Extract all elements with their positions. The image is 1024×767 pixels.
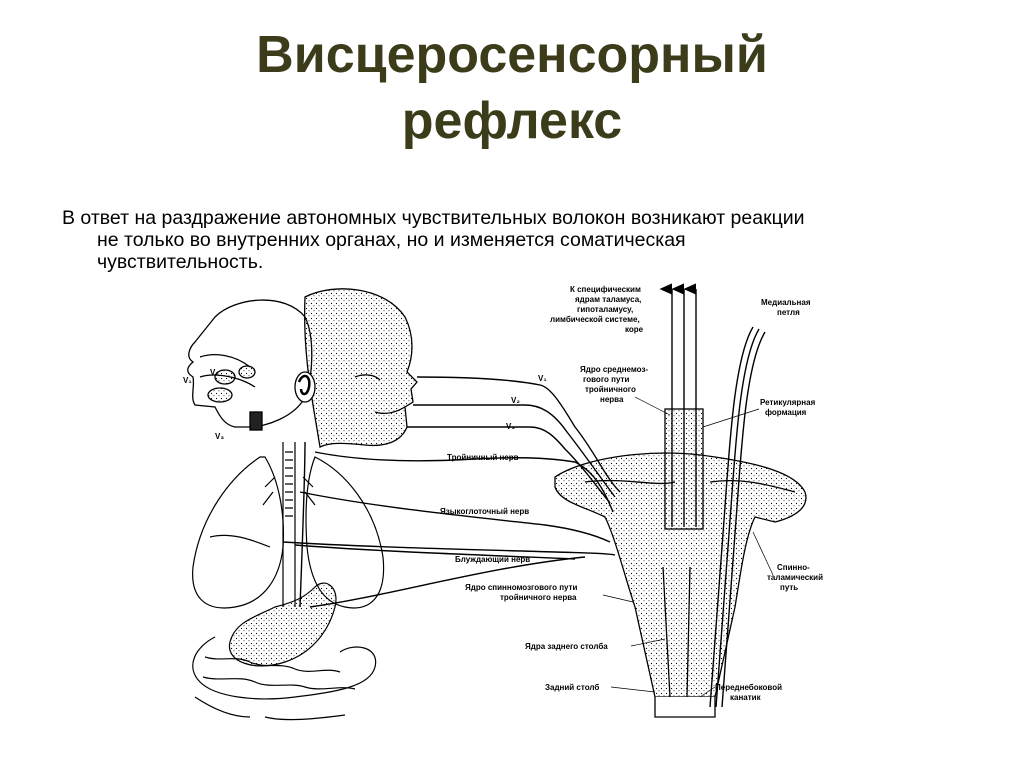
slide-title: Висцеросенсорный рефлекс	[0, 22, 1024, 154]
spinothalamic-label-1: Спинно-	[777, 563, 810, 572]
body-text-line-2: не только во внутренних органах, но и из…	[97, 229, 686, 251]
diagram-labels-right: К специфическим ядрам таламуса, гипотала…	[465, 285, 823, 702]
thalamus-label-5: коре	[625, 325, 644, 334]
anterolateral-label-2: канатик	[730, 693, 762, 702]
v2-label: V₂	[511, 396, 520, 405]
face-v3-label: V₃	[215, 432, 224, 441]
anterolateral-label-1: Переднебоковой	[715, 683, 782, 692]
mesencephalic-label-3: тройничного	[585, 385, 636, 394]
reticular-label-2: формация	[765, 408, 807, 417]
mesencephalic-label-4: нерва	[600, 395, 624, 404]
large-head	[294, 288, 418, 448]
thalamus-label-4: лимбической системе,	[550, 315, 640, 324]
body-text-line-1: В ответ на раздражение автономных чувств…	[62, 207, 805, 229]
body-text-line-3: чувствительность.	[97, 251, 264, 273]
thalamus-label-1: К специфическим	[570, 285, 641, 294]
glossopharyngeal-label: Языкоглоточный нерв	[440, 507, 529, 516]
lungs	[192, 456, 385, 609]
v3-label: V₃	[506, 422, 515, 431]
trachea	[262, 442, 316, 607]
face-v1-label: V₁	[183, 376, 192, 385]
medial-lemniscus-label-2: петля	[777, 308, 800, 317]
nerve-fibers	[282, 376, 621, 608]
mesencephalic-label-1: Ядро среднемоз-	[580, 365, 648, 374]
brainstem	[554, 408, 807, 718]
face-v2-label: V₂	[210, 368, 219, 377]
title-line-2: рефлекс	[401, 92, 623, 150]
posterior-column-label: Задний столб	[545, 683, 599, 692]
spinothalamic-label-3: путь	[780, 583, 798, 592]
thalamus-label-3: гипоталамусу,	[577, 305, 633, 314]
small-head-labels: V₁ V₂ V₃	[183, 368, 224, 441]
spinal-trigeminal-label-2: тройничного нерва	[500, 593, 577, 602]
medial-lemniscus-label-1: Медиальная	[761, 298, 811, 307]
posterior-column-nuclei-label: Ядра заднего столба	[525, 642, 608, 651]
reticular-label-1: Ретикулярная	[760, 398, 816, 407]
thalamus-label-2: ядрам таламуса,	[575, 295, 641, 304]
ascending-tracts	[709, 326, 766, 708]
v1-label: V₁	[538, 374, 547, 383]
body-text: В ответ на раздражение автономных чувств…	[62, 207, 962, 273]
spinal-trigeminal-label-1: Ядро спинномозгового пути	[465, 583, 577, 592]
label-leaders	[602, 396, 774, 698]
reflex-diagram: V₁ V₂ V₃	[183, 283, 823, 721]
nerve-fiber-labels: V₁ V₂ V₃ Тройничный нерв Языкоглоточный …	[440, 374, 547, 564]
trigeminal-label: Тройничный нерв	[447, 453, 519, 462]
ascending-arrows	[659, 283, 697, 527]
mesencephalic-label-2: гового пути	[583, 375, 629, 384]
vagus-label: Блуждающий нерв	[455, 555, 530, 564]
spinothalamic-label-2: таламический	[767, 573, 823, 582]
abdomen	[192, 582, 377, 721]
title-line-1: Висцеросенсорный	[256, 26, 768, 84]
small-head	[187, 299, 313, 431]
